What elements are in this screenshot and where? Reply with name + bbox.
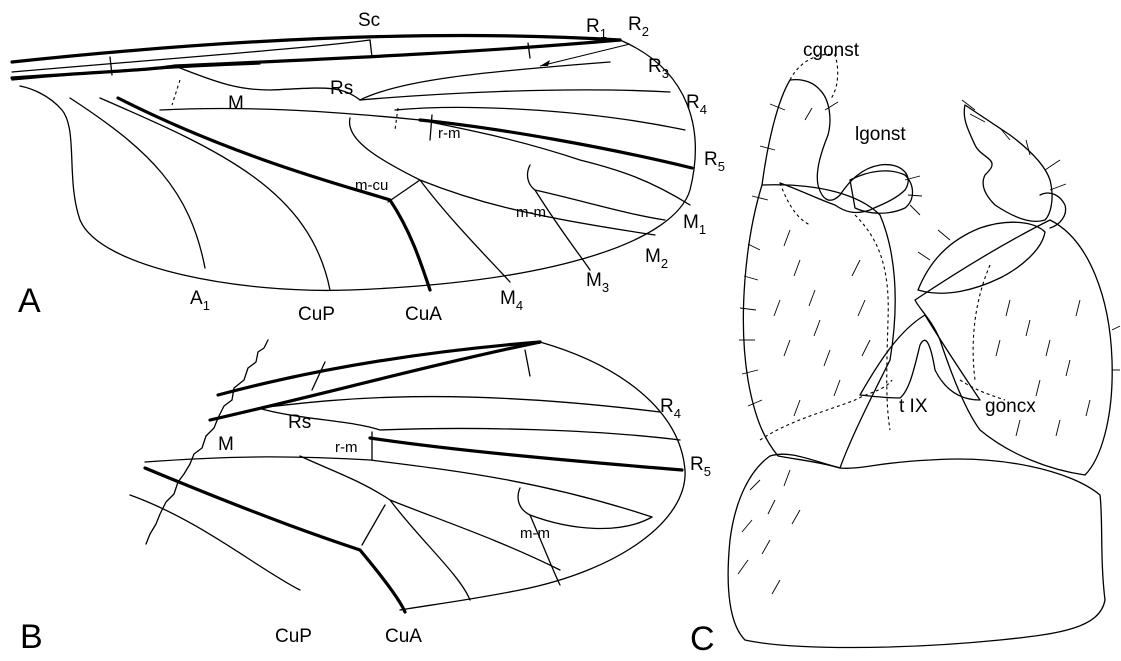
label-m4: M4 [500, 288, 523, 313]
r2-pointer-arrow [540, 44, 630, 66]
genitalia-labels: C cgonst lgonst t IX goncx [690, 40, 1036, 658]
right-gonocoxite [915, 220, 1112, 475]
wing-a [12, 36, 695, 291]
label-r4: R4 [686, 92, 707, 117]
wing-b-m-vein [145, 457, 652, 517]
label-b-mm: m-m [520, 525, 550, 542]
label-mm: m-m [516, 204, 546, 221]
label-sc: Sc [358, 10, 380, 31]
label-cup: CuP [298, 304, 335, 325]
wing-b-cua-vein [145, 468, 405, 612]
label-r2: R2 [628, 14, 649, 39]
label-b-rs: Rs [288, 412, 311, 433]
panel-label-a: A [18, 282, 41, 320]
cgonst-left [762, 80, 908, 213]
label-m: M [228, 93, 244, 114]
left-gonocoxite [743, 185, 895, 468]
label-r5: R5 [704, 149, 725, 174]
label-b-r4: R4 [660, 396, 681, 421]
label-m2: M2 [645, 246, 668, 271]
label-tix: t IX [899, 396, 928, 417]
label-goncx: goncx [985, 396, 1036, 417]
wing-b-outline [400, 342, 685, 610]
label-b-rm: r-m [335, 439, 358, 456]
tergite-ix [860, 315, 980, 400]
genitalia [728, 54, 1120, 647]
wing-b-costa [218, 342, 540, 395]
label-cua: CuA [405, 304, 442, 325]
wing-a-m-vein [160, 108, 420, 120]
wing-b-labels: B Rs M r-m m-m R4 R5 CuP CuA [20, 396, 711, 656]
gonostylus-right [964, 105, 1052, 221]
label-rm: r-m [438, 125, 461, 142]
label-r3: R3 [648, 56, 669, 81]
label-b-cup: CuP [275, 626, 312, 647]
panel-label-b: B [20, 618, 43, 656]
label-rs: Rs [330, 78, 353, 99]
wing-a-outline [20, 40, 695, 290]
label-lgonst: lgonst [855, 124, 906, 145]
label-a1: A1 [190, 288, 210, 313]
label-b-cua: CuA [385, 626, 422, 647]
panel-label-c: C [690, 620, 715, 658]
label-cgonst: cgonst [803, 40, 860, 61]
wing-b-broken-base [146, 340, 268, 544]
label-m1: M1 [683, 212, 706, 237]
label-mcu: m-cu [355, 177, 388, 194]
wing-a-margin-lower [12, 64, 260, 80]
label-m3: M3 [586, 270, 609, 295]
wing-b-r5-vein [370, 438, 682, 470]
wing-a-r5-vein [420, 120, 692, 168]
wing-b [130, 340, 685, 612]
label-b-r5: R5 [690, 454, 711, 479]
label-b-m: M [218, 434, 234, 455]
